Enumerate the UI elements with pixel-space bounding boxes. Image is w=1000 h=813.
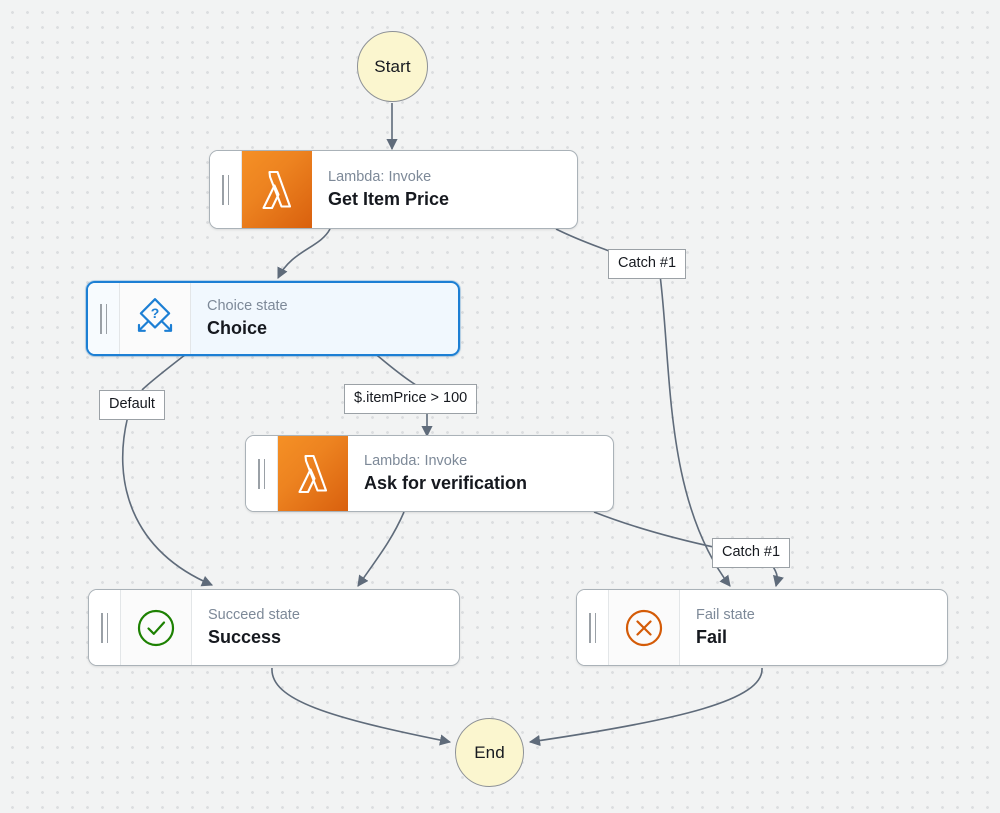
edge-choice-to-condition bbox=[371, 350, 417, 386]
state-node-ask-for-verification[interactable]: Lambda: Invoke Ask for verification bbox=[245, 435, 614, 512]
edge-label-catch-1-bottom[interactable]: Catch #1 bbox=[712, 538, 791, 568]
node-title: Get Item Price bbox=[328, 189, 450, 210]
check-circle-icon bbox=[121, 590, 192, 665]
start-node-label: Start bbox=[374, 56, 411, 76]
node-title: Fail bbox=[696, 627, 728, 648]
edge-lambda1-to-catch1 bbox=[555, 228, 615, 254]
node-subtitle: Fail state bbox=[696, 607, 755, 624]
drag-handle[interactable] bbox=[577, 590, 609, 665]
edge-fail-to-end bbox=[528, 667, 763, 747]
edge-default-to-success bbox=[121, 415, 214, 587]
aws-lambda-icon bbox=[242, 151, 312, 228]
node-labels: Lambda: Invoke Ask for verification bbox=[348, 436, 613, 511]
node-subtitle: Succeed state bbox=[208, 607, 300, 624]
start-node[interactable]: Start bbox=[357, 31, 428, 102]
node-labels: Fail state Fail bbox=[680, 590, 947, 665]
edge-success-to-end bbox=[271, 667, 452, 746]
edge-label-condition[interactable]: $.itemPrice > 100 bbox=[344, 384, 478, 414]
state-node-get-item-price[interactable]: Lambda: Invoke Get Item Price bbox=[209, 150, 578, 229]
end-node-label: End bbox=[474, 742, 505, 762]
node-labels: Lambda: Invoke Get Item Price bbox=[312, 151, 577, 228]
node-subtitle: Lambda: Invoke bbox=[364, 453, 468, 470]
node-title: Ask for verification bbox=[364, 473, 528, 494]
choice-diamond-icon: ? bbox=[120, 283, 191, 354]
end-node[interactable]: End bbox=[455, 718, 524, 787]
node-subtitle: Choice state bbox=[207, 298, 288, 315]
edge-lambda1-to-choice bbox=[277, 228, 331, 280]
node-title: Success bbox=[208, 627, 282, 648]
state-node-fail[interactable]: Fail state Fail bbox=[576, 589, 948, 666]
node-labels: Choice state Choice bbox=[191, 283, 458, 354]
drag-handle[interactable] bbox=[210, 151, 242, 228]
edge-choice-to-default bbox=[141, 350, 191, 391]
aws-lambda-icon bbox=[278, 436, 348, 511]
state-node-choice[interactable]: ? Choice state Choice bbox=[86, 281, 460, 356]
edge-label-default[interactable]: Default bbox=[99, 390, 165, 420]
drag-handle[interactable] bbox=[246, 436, 278, 511]
drag-handle[interactable] bbox=[89, 590, 121, 665]
state-node-success[interactable]: Succeed state Success bbox=[88, 589, 460, 666]
edge-catch1b-to-fail bbox=[771, 564, 784, 588]
node-subtitle: Lambda: Invoke bbox=[328, 169, 432, 186]
x-circle-icon bbox=[609, 590, 680, 665]
edge-lambda2-to-success bbox=[357, 511, 405, 587]
drag-handle[interactable] bbox=[88, 283, 120, 354]
node-labels: Succeed state Success bbox=[192, 590, 459, 665]
node-title: Choice bbox=[207, 318, 268, 339]
svg-text:?: ? bbox=[151, 305, 160, 321]
edge-lambda2-to-catch1b bbox=[593, 511, 719, 549]
edge-label-catch-1-top[interactable]: Catch #1 bbox=[608, 249, 687, 279]
